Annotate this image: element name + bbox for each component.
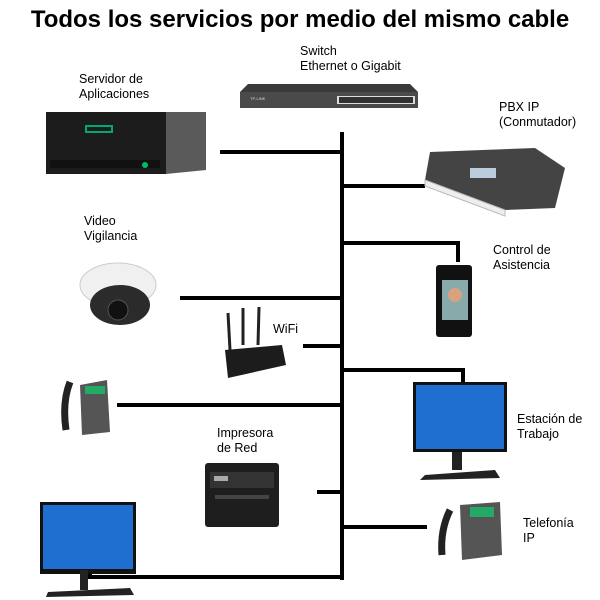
wifi-label: WiFi	[273, 322, 298, 336]
label-line: Estación de	[517, 412, 583, 426]
ip-phone-left-icon	[61, 380, 110, 435]
attendance-cable	[342, 241, 460, 262]
attendance-terminal-icon	[436, 265, 472, 337]
label-line: IP	[523, 531, 535, 545]
server-icon	[46, 112, 206, 174]
wifi-router-icon	[225, 306, 286, 378]
switch-brand: TP-LINK	[250, 96, 266, 101]
label-line: Servidor de	[79, 72, 143, 86]
label-line: Vigilancia	[84, 229, 138, 243]
label-line: Telefonía	[523, 516, 574, 530]
printer-icon	[205, 463, 279, 527]
label-line: Impresora	[217, 426, 274, 440]
camera-icon	[79, 262, 157, 325]
diagram-title: Todos los servicios por medio del mismo …	[30, 6, 570, 33]
label-line: (Conmutador)	[499, 115, 577, 129]
label-line: Trabajo	[517, 427, 559, 441]
label-line: Switch	[300, 44, 337, 58]
label-line: Aplicaciones	[79, 87, 150, 101]
ip-phone-right-icon	[438, 502, 502, 560]
pbx-icon	[424, 148, 565, 217]
pbx-label: PBX IP(Conmutador)	[499, 100, 576, 130]
workstation-right-icon	[413, 382, 507, 480]
label-line: Control de	[493, 243, 551, 257]
switch-icon: TP-LINK	[240, 84, 418, 108]
workstation-left-icon	[40, 502, 136, 597]
workstation-cable	[342, 368, 465, 382]
label-line: PBX IP	[499, 100, 540, 114]
label-line: de Red	[217, 441, 258, 455]
label-line: Video	[84, 214, 116, 228]
label-line: Asistencia	[493, 258, 550, 272]
label-line: Ethernet o Gigabit	[300, 59, 401, 73]
